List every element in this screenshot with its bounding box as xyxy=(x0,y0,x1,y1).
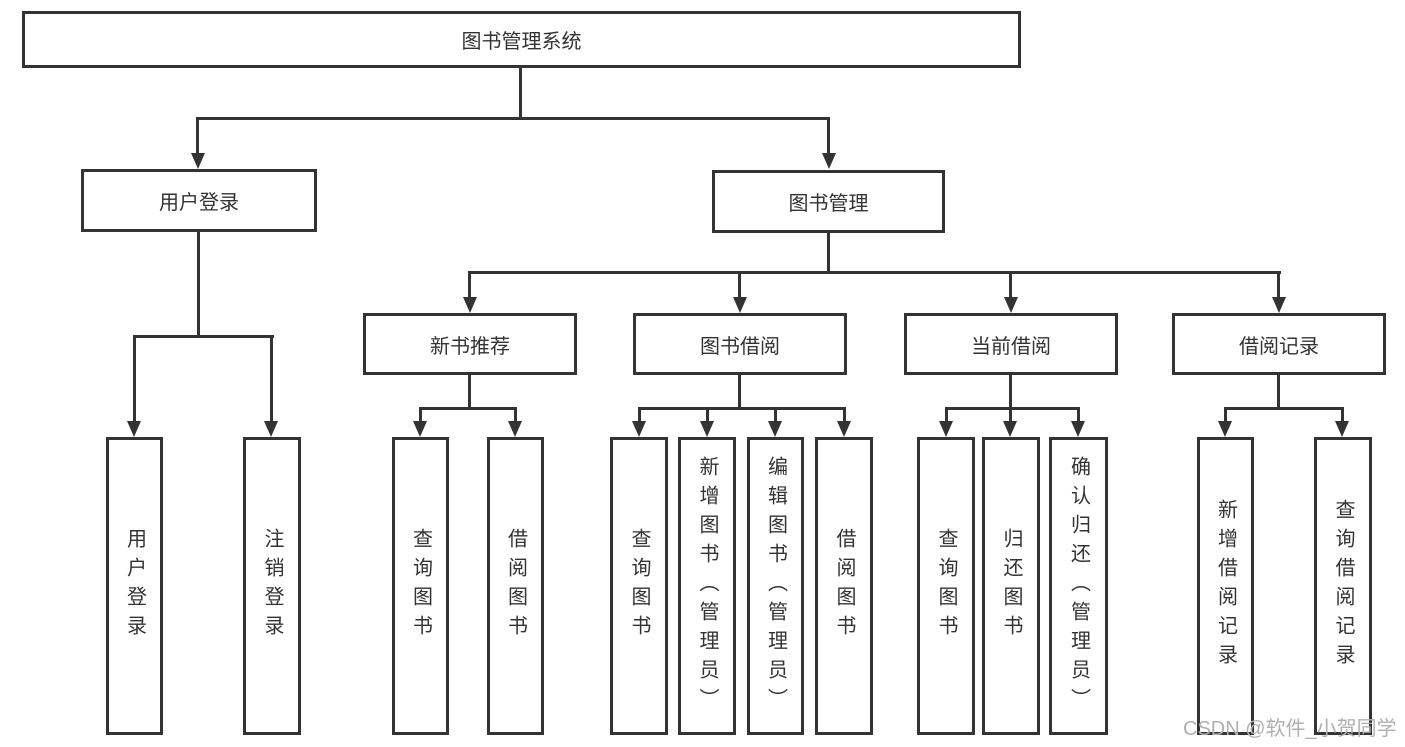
arrowhead-down-icon xyxy=(508,421,522,437)
leaf-label: 查询图书 xyxy=(628,528,650,644)
node-current-borrow-label: 当前借阅 xyxy=(971,335,1051,358)
leaf-user-login-label: 用户登录 xyxy=(123,528,146,644)
node-current-borrow: 当前借阅 xyxy=(904,313,1118,375)
leaf-return-book: 归还图书 xyxy=(982,437,1040,735)
node-root-label: 图书管理系统 xyxy=(461,31,582,53)
connector-line xyxy=(196,117,199,154)
leaf-label: 查询图书 xyxy=(935,528,957,644)
arrowhead-down-icon xyxy=(413,421,427,437)
leaf-label: 编辑图书（管理员） xyxy=(764,455,787,717)
leaf-label: 查询图书 xyxy=(409,528,432,644)
node-borrow-record: 借阅记录 xyxy=(1172,313,1386,375)
arrowhead-down-icon xyxy=(1071,421,1085,437)
connector-line xyxy=(469,271,1281,274)
connector-line xyxy=(197,232,200,335)
arrowhead-down-icon xyxy=(1335,421,1349,437)
node-book-management-label: 图书管理 xyxy=(788,193,869,215)
arrowhead-down-icon xyxy=(700,421,714,437)
watermark: CSDN @软件_小贺同学 xyxy=(1183,718,1397,740)
connector-line xyxy=(945,407,1079,410)
connector-line xyxy=(468,375,471,407)
connector-line xyxy=(419,407,517,410)
connector-line xyxy=(270,335,273,421)
connector-line xyxy=(133,335,136,421)
leaf-query-books-recommend: 查询图书 xyxy=(392,437,449,735)
connector-line xyxy=(1341,407,1344,421)
node-book-management: 图书管理 xyxy=(712,170,945,233)
arrowhead-down-icon xyxy=(1218,421,1232,437)
connector-line xyxy=(1277,271,1280,297)
node-book-borrow-label: 图书借阅 xyxy=(700,335,780,358)
connector-line xyxy=(1224,407,1227,421)
leaf-confirm-return-admin: 确认归还（管理员） xyxy=(1049,437,1108,735)
node-user-login-label: 用户登录 xyxy=(159,192,239,214)
node-user-login: 用户登录 xyxy=(81,169,317,232)
node-borrow-record-label: 借阅记录 xyxy=(1239,335,1319,358)
connector-line xyxy=(1277,375,1280,407)
connector-line xyxy=(1009,271,1012,297)
arrowhead-down-icon xyxy=(822,153,836,169)
arrowhead-down-icon xyxy=(264,421,278,437)
connector-line xyxy=(419,407,422,421)
arrowhead-down-icon xyxy=(733,297,747,313)
connector-line xyxy=(945,407,948,421)
node-new-book-recommend-label: 新书推荐 xyxy=(430,335,510,358)
node-root: 图书管理系统 xyxy=(22,11,1021,68)
connector-line xyxy=(468,271,471,297)
connector-line xyxy=(519,68,522,117)
leaf-label: 查询借阅记录 xyxy=(1332,499,1354,673)
arrowhead-down-icon xyxy=(939,421,953,437)
arrowhead-down-icon xyxy=(1003,421,1017,437)
connector-line xyxy=(1077,407,1080,421)
connector-line xyxy=(1009,407,1012,421)
leaf-borrow-books-recommend: 借阅图书 xyxy=(487,437,544,735)
connector-line xyxy=(774,407,777,421)
leaf-label: 新增图书（管理员） xyxy=(696,455,718,717)
leaf-add-book-admin: 新增图书（管理员） xyxy=(678,437,736,735)
leaf-label: 新增借阅记录 xyxy=(1214,499,1237,673)
arrowhead-down-icon xyxy=(191,153,205,169)
connector-line xyxy=(706,407,709,421)
connector-line xyxy=(1224,407,1344,410)
connector-line xyxy=(827,233,830,271)
connector-line xyxy=(1009,375,1012,407)
arrowhead-down-icon xyxy=(1004,297,1018,313)
connector-line xyxy=(133,335,274,338)
node-new-book-recommend: 新书推荐 xyxy=(363,313,577,375)
leaf-add-borrow-record: 新增借阅记录 xyxy=(1197,437,1254,735)
connector-line xyxy=(638,407,641,421)
node-book-borrow: 图书借阅 xyxy=(633,313,847,375)
connector-line xyxy=(738,271,741,297)
leaf-logout-label: 注销登录 xyxy=(261,528,283,644)
leaf-query-borrow-record: 查询借阅记录 xyxy=(1314,437,1372,735)
leaf-edit-book-admin: 编辑图书（管理员） xyxy=(747,437,804,735)
arrowhead-down-icon xyxy=(768,421,782,437)
leaf-label: 借阅图书 xyxy=(833,528,855,644)
leaf-borrow-book: 借阅图书 xyxy=(815,437,873,735)
arrowhead-down-icon xyxy=(127,421,141,437)
leaf-logout: 注销登录 xyxy=(243,437,301,735)
connector-line xyxy=(638,407,845,410)
leaf-user-login: 用户登录 xyxy=(106,437,163,735)
leaf-query-books-current: 查询图书 xyxy=(917,437,975,735)
connector-line xyxy=(197,117,830,120)
arrowhead-down-icon xyxy=(463,297,477,313)
connector-line xyxy=(843,407,846,421)
leaf-query-books-borrow: 查询图书 xyxy=(610,437,668,735)
arrowhead-down-icon xyxy=(837,421,851,437)
leaf-label: 归还图书 xyxy=(1000,528,1022,644)
arrowhead-down-icon xyxy=(1272,297,1286,313)
leaf-label: 确认归还（管理员） xyxy=(1067,455,1090,717)
connector-line xyxy=(738,375,741,407)
arrowhead-down-icon xyxy=(632,421,646,437)
connector-line xyxy=(827,117,830,154)
connector-line xyxy=(514,407,517,421)
leaf-label: 借阅图书 xyxy=(504,528,527,644)
